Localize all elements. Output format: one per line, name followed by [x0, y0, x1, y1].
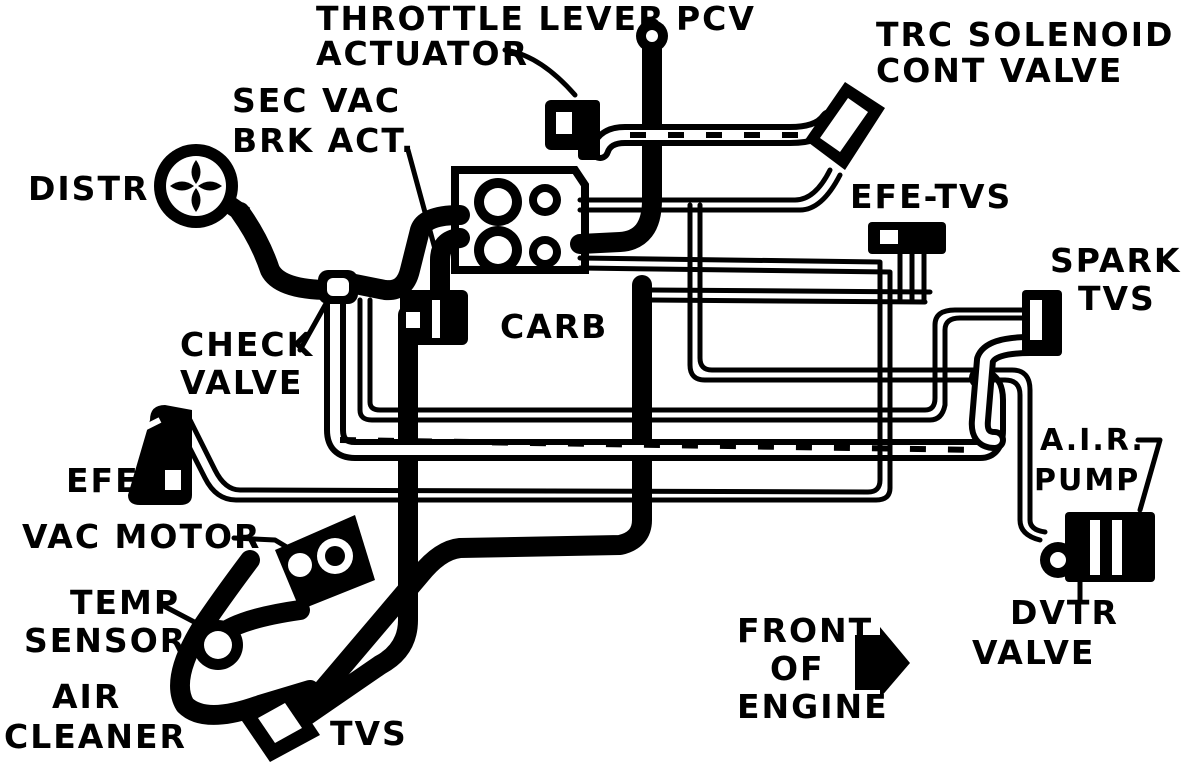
efe-tvs-valve [868, 222, 946, 254]
label-valve-left: VALVE [180, 363, 303, 402]
vacuum-hoses [157, 28, 1163, 750]
main-hose-to-air-cleaner [270, 275, 652, 750]
label-air: AIR [52, 677, 121, 716]
label-cont-valve: CONT VALVE [876, 51, 1123, 90]
check-valve-hose [335, 205, 470, 301]
temp-sensor [193, 620, 243, 670]
label-efe-tvs: EFE-TVS [850, 177, 1012, 216]
label-throttle-lever: THROTTLE LEVER [316, 0, 666, 38]
air-pump-dvtr [1040, 512, 1155, 582]
check-valve [318, 270, 358, 304]
label-sensor: SENSOR [24, 621, 187, 660]
spark-tvs-hose [968, 334, 1041, 451]
label-of: OF [770, 649, 825, 688]
label-actuator: ACTUATOR [316, 34, 529, 73]
spark-tvs-valve [1022, 290, 1062, 356]
throttle-lever-actuator [545, 100, 600, 160]
carburetor [451, 166, 589, 274]
double-line-hoses [175, 167, 1048, 543]
trc-solenoid-valve [805, 82, 885, 170]
distributor [154, 144, 251, 228]
leader-lines [157, 47, 1163, 731]
trc-hose [589, 109, 841, 161]
label-temp: TEMP [70, 583, 180, 622]
label-spark: SPARK [1050, 241, 1181, 280]
label-air-pump-2: PUMP [1034, 463, 1140, 498]
label-engine: ENGINE [737, 687, 889, 726]
label-distr: DISTR [28, 169, 149, 208]
label-brk-act: BRK ACT. [232, 121, 415, 160]
front-of-engine-arrow-icon [855, 627, 910, 698]
label-cleaner: CLEANER [4, 717, 187, 756]
label-tvs-right: TVS [1078, 279, 1156, 318]
label-pcv: PCV [676, 0, 756, 38]
sec-vac-brake-actuator [400, 290, 468, 345]
label-front: FRONT [737, 611, 873, 650]
label-air-pump-1: A.I.R. [1040, 423, 1145, 458]
label-dvtr: DVTR [1010, 593, 1119, 632]
vac-motor [275, 515, 375, 610]
label-efe: EFE [66, 461, 140, 500]
label-tvs-bottom: TVS [330, 714, 408, 753]
labels: THROTTLE LEVER ACTUATOR PCV TRC SOLENOID… [4, 0, 1181, 756]
label-sec-vac: SEC VAC [232, 81, 401, 120]
label-valve-right: VALVE [972, 633, 1095, 672]
pcv-valve [636, 20, 668, 52]
efe-tvs-hose [897, 247, 927, 303]
efe-actuator [128, 405, 192, 505]
tvs-bottom-valve [240, 690, 320, 762]
label-carb: CARB [500, 307, 608, 346]
label-trc-solenoid: TRC SOLENOID [876, 15, 1174, 54]
label-check: CHECK [180, 325, 314, 364]
label-vac-motor: VAC MOTOR [22, 517, 261, 556]
distributor-hose [230, 202, 340, 300]
